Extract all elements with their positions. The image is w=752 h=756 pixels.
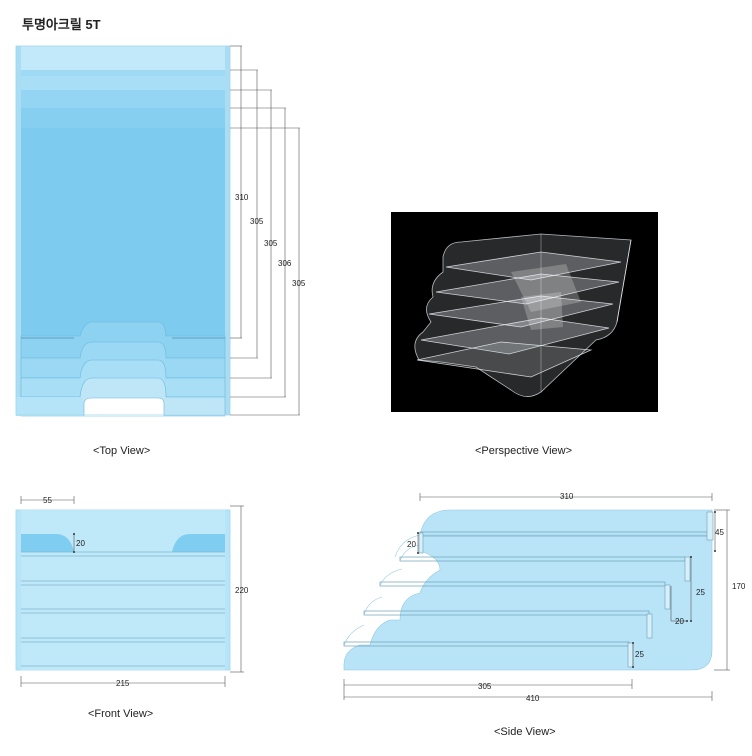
top-dim-5: 305 bbox=[292, 279, 306, 288]
top-view-caption: <Top View> bbox=[93, 445, 151, 457]
tray-layer bbox=[21, 70, 225, 76]
top-dim-3: 305 bbox=[264, 239, 278, 248]
front-view-drawing: 55 20 220 215 bbox=[15, 496, 249, 688]
front-dim-width: 215 bbox=[116, 679, 130, 688]
side-body bbox=[343, 509, 713, 671]
tray-front-notch bbox=[83, 397, 165, 416]
top-dim-2: 305 bbox=[250, 217, 264, 226]
tray-layer bbox=[21, 76, 225, 90]
side-dim-front-lip: 20 bbox=[407, 540, 416, 549]
side-dim-total-length: 410 bbox=[526, 694, 540, 703]
front-view-caption: <Front View> bbox=[88, 708, 154, 720]
side-dim-height: 170 bbox=[732, 582, 746, 591]
front-dim-notch-width: 55 bbox=[43, 496, 52, 505]
perspective-view-render bbox=[391, 212, 658, 412]
front-shelf-lines bbox=[21, 551, 225, 667]
front-dim-height: 220 bbox=[235, 586, 249, 595]
tray-layer-deep bbox=[21, 128, 225, 336]
top-view-drawing: 310 305 305 306 305 bbox=[15, 45, 306, 417]
front-notch-right bbox=[172, 534, 225, 552]
tray-layer bbox=[21, 108, 225, 128]
front-dim-notch-depth: 20 bbox=[76, 539, 85, 548]
side-dim-bottom-gap: 25 bbox=[635, 650, 644, 659]
top-dim-1: 310 bbox=[235, 193, 249, 202]
side-dim-base-length: 305 bbox=[478, 682, 492, 691]
side-view-drawing: 310 45 170 25 20 20 25 305 410 bbox=[343, 492, 746, 703]
side-dim-step-gap: 25 bbox=[696, 588, 705, 597]
front-notch-left bbox=[21, 534, 74, 552]
perspective-view-caption: <Perspective View> bbox=[475, 445, 573, 457]
side-dim-back-height: 45 bbox=[715, 528, 724, 537]
tray-front-5 bbox=[16, 397, 84, 416]
page-title: 투명아크릴 5T bbox=[22, 17, 101, 32]
side-dim-shelf-height: 20 bbox=[675, 617, 684, 626]
top-dim-4: 306 bbox=[278, 259, 292, 268]
side-dim-top-length: 310 bbox=[560, 492, 574, 501]
tray-front-1 bbox=[20, 321, 226, 359]
top-dimension-lines bbox=[230, 45, 300, 416]
tray-layer-top bbox=[21, 46, 225, 70]
tray-layer bbox=[21, 90, 225, 108]
side-view-caption: <Side View> bbox=[494, 726, 556, 738]
